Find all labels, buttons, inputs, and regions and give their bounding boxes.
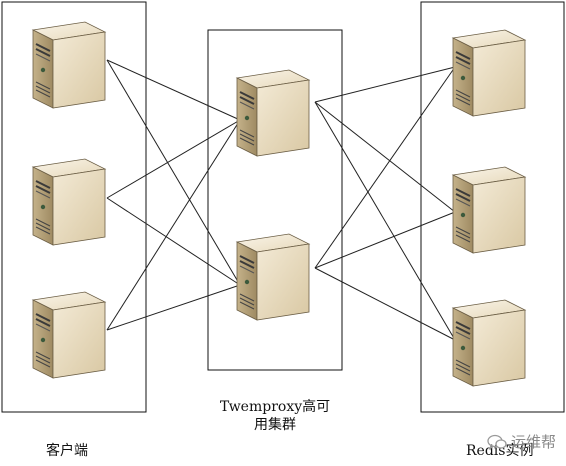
wechat-bubble-icon <box>487 434 507 450</box>
client-server-2-icon <box>32 158 106 246</box>
watermark: 运维帮 <box>487 431 556 452</box>
redis-group-label: Redis实例 <box>466 443 534 459</box>
redis-group-box <box>420 1 565 413</box>
redis-server-1-icon <box>452 29 526 117</box>
proxy-group-box <box>207 29 343 371</box>
proxy-group-label: Twemproxy高可 用集群 <box>206 398 344 434</box>
watermark-text: 运维帮 <box>510 433 556 451</box>
client-proxy-connections <box>106 59 241 331</box>
redis-server-3-icon <box>452 299 526 387</box>
proxy-group-label-line2: 用集群 <box>254 417 296 433</box>
redis-server-2-icon <box>452 166 526 254</box>
client-server-3-icon <box>32 291 106 379</box>
clients-group-box <box>1 1 147 413</box>
client-server-1-icon <box>32 21 106 109</box>
proxy-redis-connections <box>314 66 456 341</box>
proxy-group-label-line1: Twemproxy高可 <box>219 399 331 415</box>
clients-group-label: 客户端 <box>46 443 88 459</box>
proxy-server-2-icon <box>236 233 310 321</box>
proxy-server-1-icon <box>236 69 310 157</box>
